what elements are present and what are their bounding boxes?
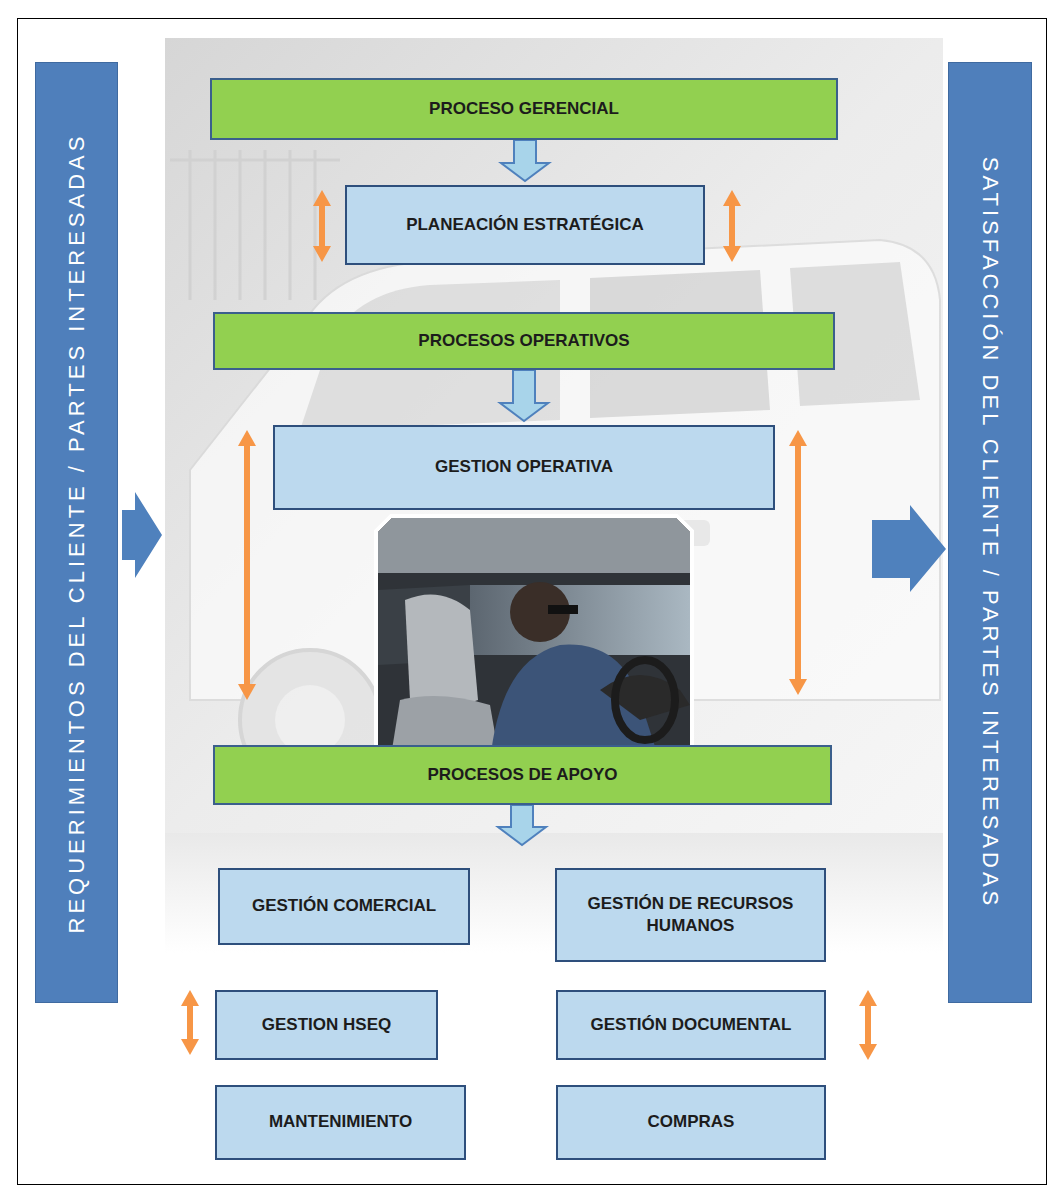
double-arrow: [723, 190, 741, 262]
panel-fade: [165, 833, 943, 953]
process-label: GESTIÓN DE RECURSOS HUMANOS: [557, 887, 824, 943]
interaction-arrows: [181, 190, 877, 1060]
process-label: PROCESO GERENCIAL: [417, 92, 631, 126]
car-silhouette: [190, 240, 940, 790]
process-label: GESTION HSEQ: [250, 1008, 403, 1042]
stakeholder-band: SATISFACCIÓN DEL CLIENTE / PARTES INTERE…: [948, 62, 1032, 1003]
process-box: GESTIÓN DE RECURSOS HUMANOS: [555, 868, 826, 962]
process-label: GESTION OPERATIVA: [423, 450, 625, 484]
flow-chevron: [498, 805, 546, 845]
flow-chevron: [501, 140, 549, 181]
process-label: PROCESOS DE APOYO: [415, 758, 629, 792]
input-arrow: [122, 492, 162, 578]
double-arrow: [238, 430, 256, 700]
process-label: PLANEACIÓN ESTRATÉGICA: [394, 208, 656, 242]
process-box: GESTIÓN COMERCIAL: [218, 868, 470, 945]
photo-panel: [165, 38, 943, 833]
flow-chevron: [500, 370, 548, 421]
process-group-bar: PROCESOS OPERATIVOS: [213, 312, 835, 370]
frame: [18, 19, 1047, 1185]
double-arrow: [789, 430, 807, 695]
process-box: PLANEACIÓN ESTRATÉGICA: [345, 185, 705, 265]
process-label: MANTENIMIENTO: [257, 1105, 424, 1139]
process-box: GESTION OPERATIVA: [273, 425, 775, 510]
process-label: COMPRAS: [636, 1105, 747, 1139]
band-label: SATISFACCIÓN DEL CLIENTE / PARTES INTERE…: [977, 156, 1003, 909]
double-arrow: [313, 190, 331, 262]
output-arrow: [872, 505, 946, 592]
double-arrow: [181, 990, 199, 1055]
double-arrow: [859, 990, 877, 1060]
process-label: GESTIÓN COMERCIAL: [240, 889, 448, 923]
driver-photo: [378, 518, 690, 762]
process-label: PROCESOS OPERATIVOS: [406, 324, 641, 358]
process-box: COMPRAS: [556, 1085, 826, 1160]
process-box: GESTIÓN DOCUMENTAL: [556, 990, 826, 1060]
fence: [170, 150, 340, 300]
process-group-bar: PROCESOS DE APOYO: [213, 745, 832, 805]
band-label: REQUERIMIENTOS DEL CLIENTE / PARTES INTE…: [64, 132, 90, 933]
process-box: MANTENIMIENTO: [215, 1085, 466, 1160]
process-box: GESTION HSEQ: [215, 990, 438, 1060]
process-group-bar: PROCESO GERENCIAL: [210, 78, 838, 140]
process-label: GESTIÓN DOCUMENTAL: [579, 1008, 804, 1042]
stakeholder-band: REQUERIMIENTOS DEL CLIENTE / PARTES INTE…: [35, 62, 118, 1003]
